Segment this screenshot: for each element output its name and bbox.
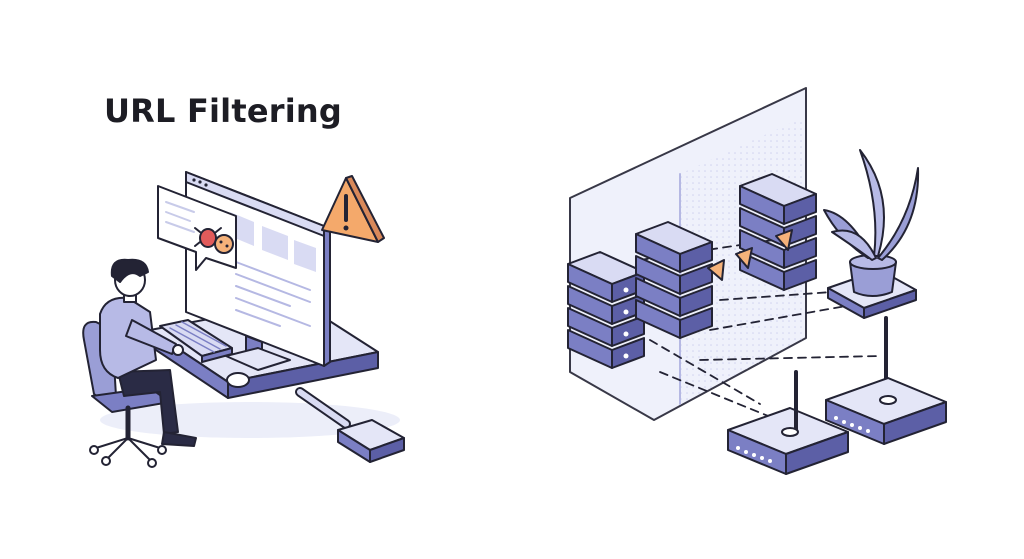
plant-icon [823, 149, 920, 382]
office-chair [82, 320, 171, 468]
filtered-packets [707, 229, 793, 281]
warning-icon [321, 175, 385, 243]
router-front [727, 370, 849, 475]
workstation-scene [82, 171, 405, 468]
mouse [226, 372, 250, 388]
malware-icon [214, 234, 234, 254]
server-rack-middle [635, 221, 713, 339]
router-icon [727, 370, 947, 475]
page-title: URL Filtering [104, 92, 342, 130]
network-cable [295, 387, 405, 463]
server-rack-left [567, 251, 645, 369]
person [99, 258, 197, 447]
monitor [185, 171, 331, 371]
server-rack-right [739, 173, 817, 291]
keyboard [159, 319, 233, 363]
router-back [825, 377, 947, 445]
network-scene [567, 87, 947, 475]
alert-popup [157, 185, 237, 271]
